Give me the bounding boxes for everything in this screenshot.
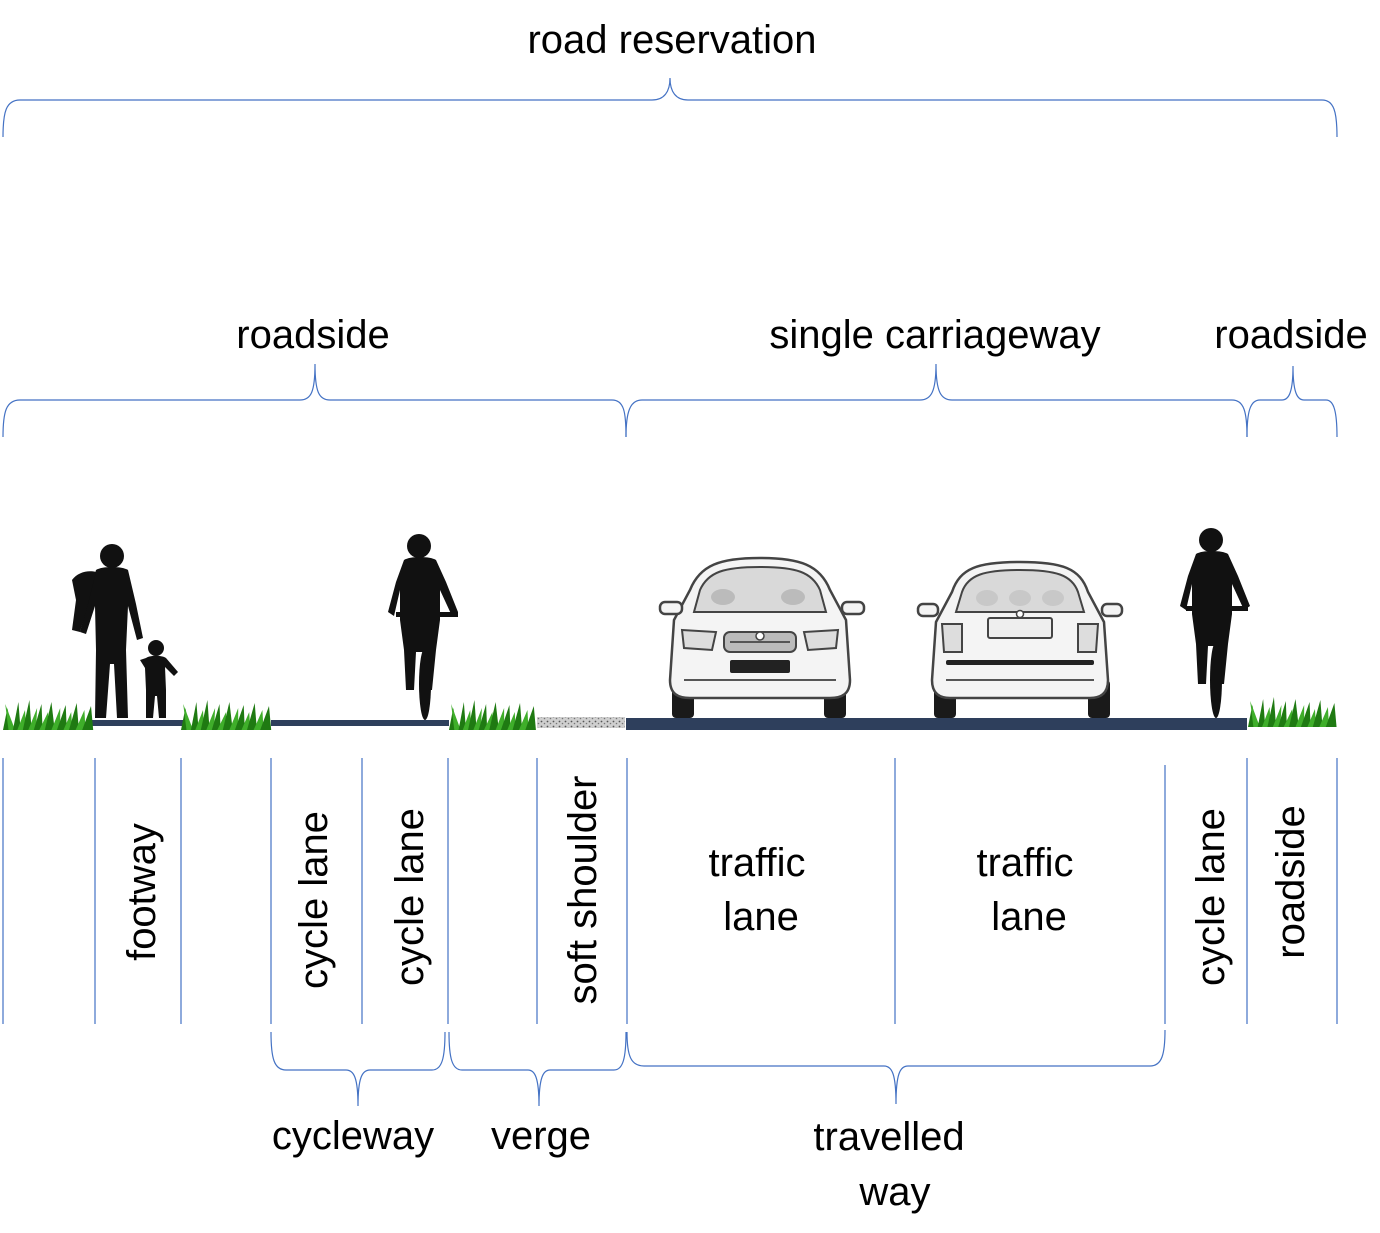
grass-tuft-icon [3, 700, 94, 730]
road-reservation-label: road reservation [527, 18, 816, 62]
cycleway-label: cycleway [272, 1114, 434, 1158]
grass-tuft-icon [1248, 697, 1337, 727]
single-carriageway-brace [625, 363, 1248, 438]
road-reservation-brace [2, 77, 1338, 138]
cycleway-surface [271, 720, 449, 726]
single-carriageway-label: single carriageway [769, 313, 1100, 357]
traffic-lane-label-2-line-2: lane [991, 895, 1067, 939]
cycleway-brace [270, 1031, 446, 1107]
column-dividers [2, 758, 1338, 1024]
verge-brace [448, 1031, 627, 1107]
cycle-lane-label-1: cycle lane [292, 811, 336, 989]
roadside-left-brace [2, 363, 627, 438]
car-rear-icon [916, 560, 1124, 718]
travelled-way-brace [626, 1029, 1166, 1105]
roadside-right-brace [1246, 365, 1338, 438]
footway-label: footway [120, 823, 164, 961]
soft-shoulder-label: soft shoulder [561, 775, 605, 1004]
roadside-right-label: roadside [1214, 313, 1367, 357]
cycle-lane-label-2: cycle lane [388, 808, 432, 986]
traffic-lane-label-2-line-1: traffic [976, 841, 1073, 885]
grass-tuft-icon [449, 700, 536, 730]
cyclist-silhouette-icon [388, 534, 458, 720]
cycle-lane-label-3: cycle lane [1189, 808, 1233, 986]
carriageway-surface [626, 718, 1247, 730]
roadside-left-label: roadside [236, 313, 389, 357]
soft-shoulder-gravel-icon [537, 717, 625, 728]
pedestrian-child-silhouette-icon [140, 640, 178, 718]
pedestrian-adult-silhouette-icon [72, 544, 143, 718]
grass-tuft-icon [181, 700, 272, 730]
roadside-column-label: roadside [1269, 805, 1313, 958]
cyclist-silhouette-icon [1180, 528, 1250, 718]
verge-label: verge [491, 1114, 591, 1158]
footway-surface [92, 720, 183, 726]
car-front-icon [658, 556, 866, 718]
travelled-way-label-line-1: travelled [813, 1115, 964, 1159]
travelled-way-label-line-2: way [858, 1170, 930, 1214]
traffic-lane-label-1-line-2: lane [723, 895, 799, 939]
traffic-lane-label-1-line-1: traffic [708, 841, 805, 885]
